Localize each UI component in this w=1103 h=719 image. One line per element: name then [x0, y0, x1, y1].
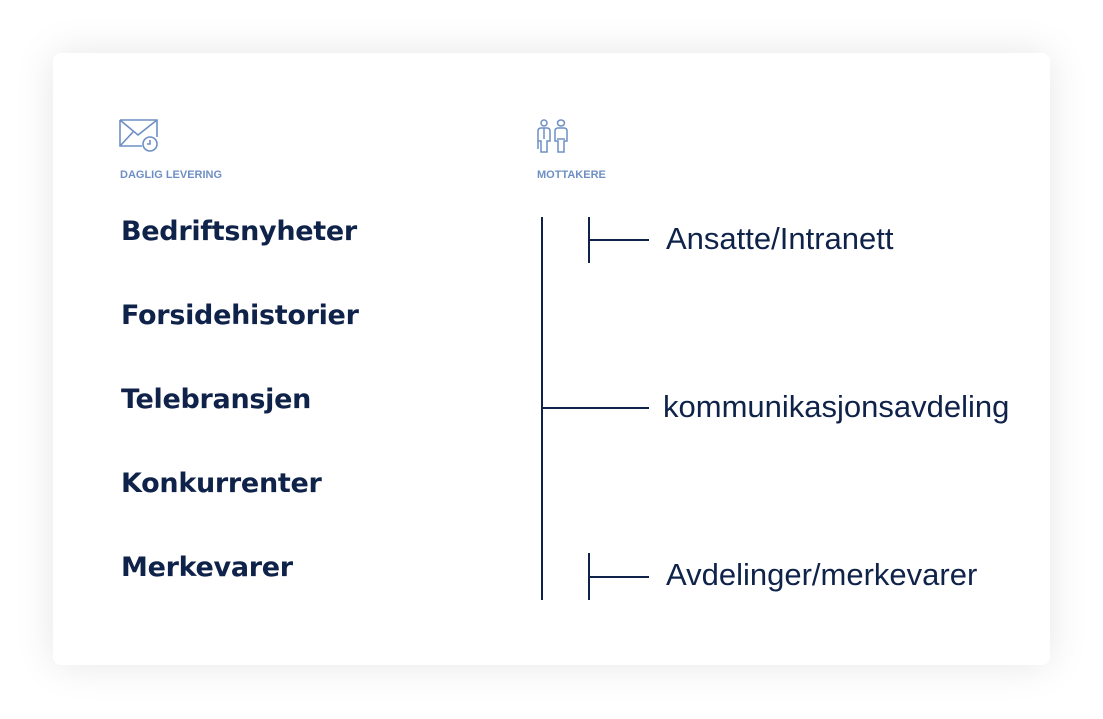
- people-icon: [537, 119, 568, 153]
- daily-delivery-label: DAGLIG LEVERING: [120, 169, 223, 181]
- item-bedriftsnyheter: Bedriftsnyheter: [121, 216, 357, 247]
- recipient-ansatte: Ansatte/Intranett: [666, 221, 894, 256]
- recipients-label: MOTTAKERE: [537, 169, 606, 181]
- recipient-avdelinger: Avdelinger/merkevarer: [666, 557, 978, 592]
- item-konkurrenter: Konkurrenter: [121, 468, 322, 499]
- item-forsidehistorier: Forsidehistorier: [121, 300, 359, 331]
- card: [53, 53, 1050, 665]
- item-telebransjen: Telebransjen: [121, 384, 312, 415]
- branch-line-2: [541, 407, 649, 409]
- branch-line-1: [588, 239, 649, 241]
- item-merkevarer: Merkevarer: [121, 552, 293, 583]
- branch-line-3: [588, 576, 649, 578]
- envelope-clock-icon: [119, 119, 158, 152]
- recipient-kommunikasjon: kommunikasjonsavdeling: [663, 389, 1010, 424]
